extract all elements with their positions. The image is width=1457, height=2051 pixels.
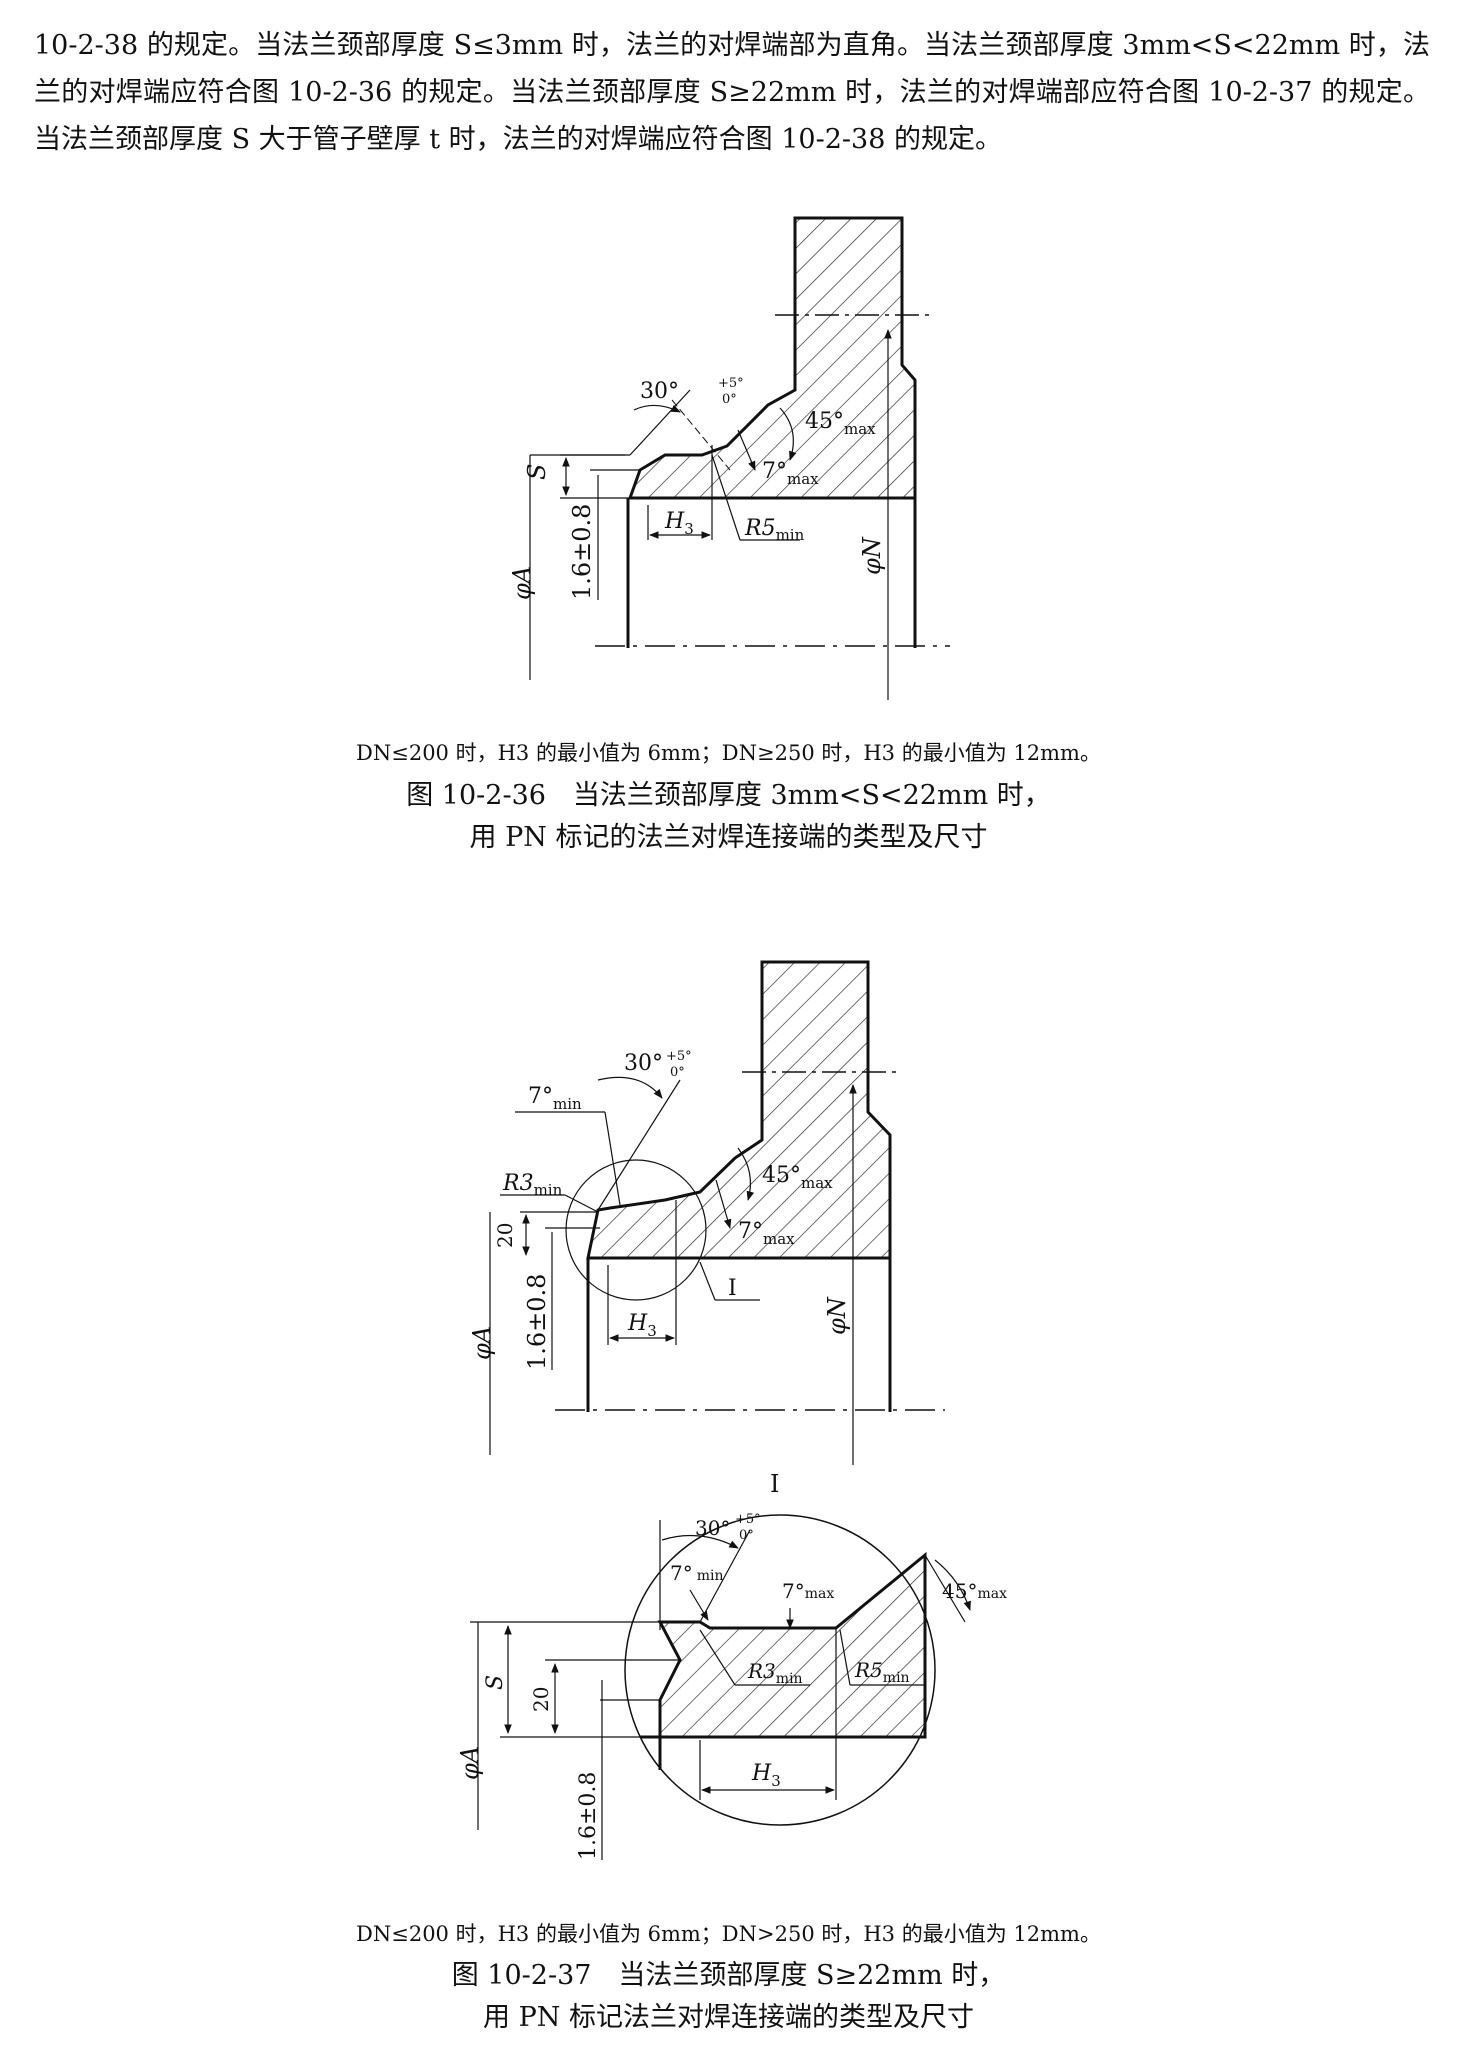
fig37-label-R3: R3min [502, 1171, 563, 1199]
fig37-label-tol: 1.6±0.8 [523, 1274, 551, 1370]
fig37-label-phiA: φA [468, 1326, 496, 1360]
fig36-note: DN≤200 时，H3 的最小值为 6mm；DN≥250 时，H3 的最小值为 … [356, 741, 1101, 765]
fig37-tol-zero: 0° [670, 1065, 685, 1080]
fig36-label-7: 7°max [762, 459, 819, 488]
fig37-label-20: 20 [493, 1223, 517, 1248]
fig36-label-tol: 1.6±0.8 [568, 504, 596, 600]
fig37-detail-label-tol: 1.6±0.8 [576, 1772, 601, 1860]
fig37-label-7min: 7°min [528, 1084, 582, 1113]
fig37-detail-label: I [728, 1276, 737, 1301]
fig37-detail-circle [565, 1159, 707, 1301]
fig37-label-H3: H3 [627, 1311, 657, 1340]
fig36-tol-zero: 0° [722, 392, 737, 407]
fig37-label-phiN: φN [823, 1296, 851, 1335]
fig37-detail-label-phiA: φA [456, 1746, 484, 1780]
fig36-caption-1: 图 10-2-36 当法兰颈部厚度 3mm<S<22mm 时， [406, 780, 1051, 811]
fig37-note: DN≤200 时，H3 的最小值为 6mm；DN>250 时，H3 的最小值为 … [356, 1922, 1101, 1946]
fig37-detail-tol-plus: +5° [735, 1512, 761, 1527]
fig37-detail-label-20: 20 [529, 1687, 553, 1712]
fig36-caption-2: 用 PN 标记的法兰对焊连接端的类型及尺寸 [469, 822, 988, 853]
fig37-detail-outline [624, 1514, 936, 1826]
fig36-label-S: S [523, 464, 551, 480]
fig37-drawing: I 20 1.6±0.8 φA φN H3 R3min 7°min 30° +5… [468, 960, 945, 1465]
fig37-detail-label-S: S [483, 1675, 508, 1690]
fig37-tol-plus: +5° [666, 1049, 692, 1064]
fig37-caption-2: 用 PN 标记法兰对焊连接端的类型及尺寸 [483, 2002, 974, 2033]
fig37-label-7max: 7°max [738, 1219, 795, 1248]
fig37-label-45: 45°max [762, 1163, 833, 1192]
fig36-label-R5: R5min [744, 516, 805, 544]
fig37-caption-1: 图 10-2-37 当法兰颈部厚度 S≥22mm 时， [451, 1960, 1006, 1991]
fig36-label-phiA: φA [508, 566, 536, 600]
fig37-detail-label-H3: H3 [751, 1761, 781, 1790]
fig36-drawing: S 1.6±0.8 φA φN H3 R5min 30° +5° 0° 45°m… [508, 216, 950, 700]
fig37-detail-label-R5: R5min [854, 1658, 910, 1686]
fig37-label-30: 30° [624, 1051, 663, 1076]
fig37-detail-label-30: 30° [695, 1516, 730, 1540]
intro-paragraph: 10-2-38 的规定。当法兰颈部厚度 S≤3mm 时，法兰的对焊端部为直角。当… [34, 30, 1430, 155]
fig37-detail-drawing: I S 20 1.6±0.8 φA H3 30° +5° 0° 7° [456, 1470, 1007, 1860]
fig37-detail-label-7min: 7°min [670, 1561, 724, 1585]
fig36-label-45: 45°max [805, 409, 876, 438]
fig36-tol-plus: +5° [718, 376, 744, 391]
fig36-label-phiN: φN [858, 536, 886, 575]
fig37-detail-label-45: 45°max [942, 1579, 1007, 1603]
fig37-detail-tol-zero: 0° [739, 1528, 754, 1543]
fig36-label-30: 30° [640, 379, 679, 404]
fig37-flange-section [586, 960, 892, 1260]
fig37-detail-section [657, 1551, 927, 1739]
fig36-label-H3: H3 [664, 509, 694, 538]
fig37-detail-label-R3: R3min [747, 1659, 803, 1687]
fig36-flange-section [627, 216, 917, 500]
fig37-detail-title: I [770, 1470, 779, 1498]
fig37-detail-label-7max: 7°max [782, 1579, 834, 1603]
